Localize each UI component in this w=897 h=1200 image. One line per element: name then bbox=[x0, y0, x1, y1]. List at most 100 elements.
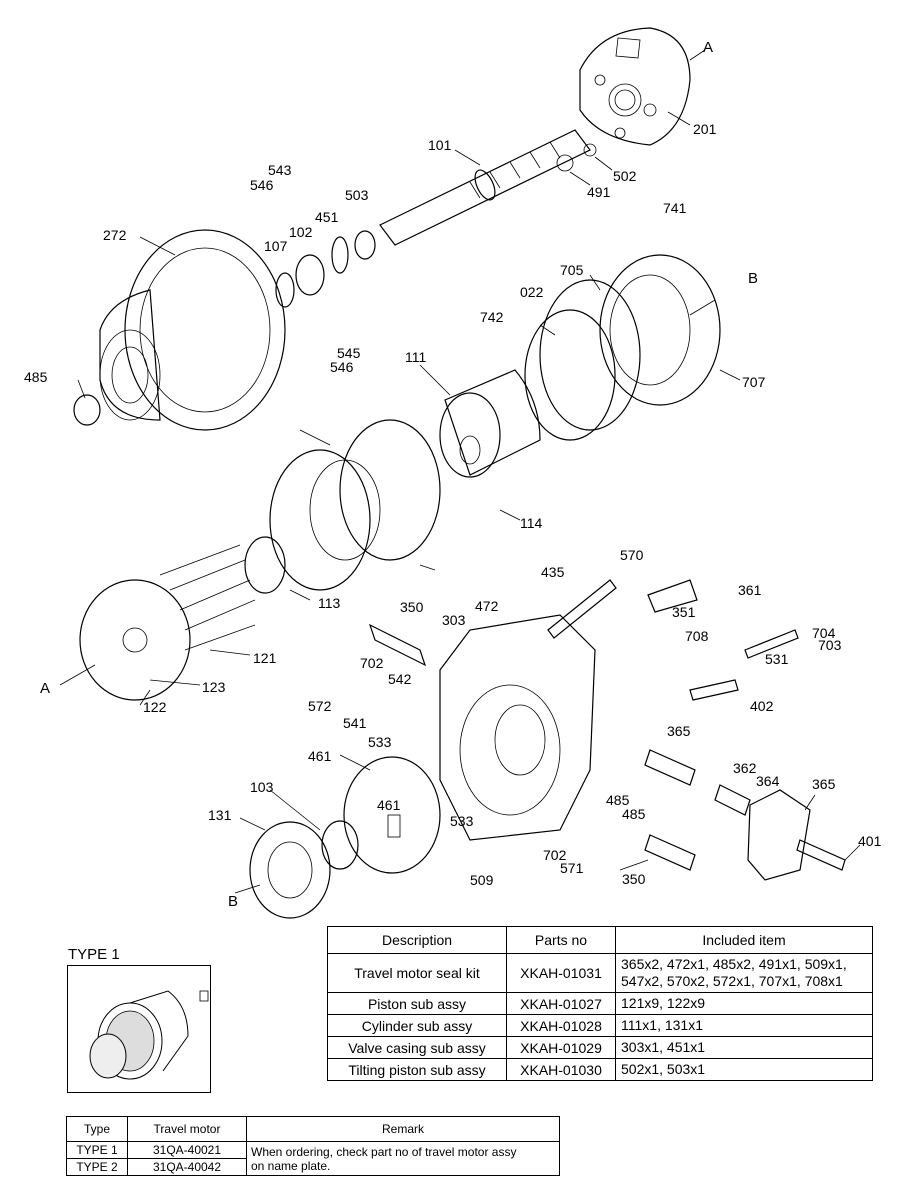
part-label-103: 103 bbox=[250, 779, 274, 795]
kit-included: 365x2, 472x1, 485x2, 491x1, 509x1, 547x2… bbox=[615, 953, 873, 993]
kit-description: Valve casing sub assy bbox=[327, 1036, 507, 1059]
type-header-type: Type bbox=[66, 1116, 128, 1142]
part-label-546: 545 bbox=[337, 345, 361, 361]
kit-parts-no: XKAH-01028 bbox=[506, 1014, 616, 1037]
part-label-504: 503 bbox=[345, 187, 369, 203]
table-row: Travel motor seal kit XKAH-01031 365x2, … bbox=[327, 953, 873, 993]
part-label-351: 351 bbox=[672, 604, 696, 620]
part-label-366: 401 bbox=[858, 833, 882, 849]
part-label-531: 531 bbox=[765, 651, 789, 667]
part-201-cover bbox=[579, 27, 691, 146]
part-label-708: 022 bbox=[520, 284, 544, 300]
seal-kit-table: Description Parts no Included item Trave… bbox=[327, 926, 873, 1081]
part-451 bbox=[387, 814, 401, 838]
part-label-272: 272 bbox=[103, 227, 127, 243]
table-row: Valve casing sub assy XKAH-01029 303x1, … bbox=[327, 1036, 873, 1059]
kit-description: Tilting piston sub assy bbox=[327, 1058, 507, 1081]
part-label-102: 102 bbox=[289, 224, 313, 240]
part-label-461: 472 bbox=[475, 598, 499, 614]
part-label-509: 509 bbox=[470, 872, 494, 888]
part-435 bbox=[331, 236, 349, 274]
part-label-702: 705 bbox=[560, 262, 584, 278]
type-cell: TYPE 1 bbox=[66, 1141, 128, 1159]
part-113 bbox=[244, 536, 286, 594]
type-header-row: Type Travel motor Remark bbox=[66, 1116, 560, 1142]
kit-included: 121x9, 122x9 bbox=[615, 992, 873, 1015]
kit-header-parts-no: Parts no bbox=[506, 926, 616, 954]
part-123-retainer bbox=[79, 544, 256, 701]
part-label-464: 485 bbox=[622, 806, 646, 822]
part-label-547-b: 546 bbox=[330, 359, 354, 375]
table-row: TYPE 2 31QA-40042 bbox=[66, 1158, 560, 1176]
part-label-114: 114 bbox=[520, 515, 543, 531]
part-label-131: 131 bbox=[208, 807, 232, 823]
part-label-113: 113 bbox=[318, 595, 341, 611]
table-row: Tilting piston sub assy XKAH-01030 502x1… bbox=[327, 1058, 873, 1081]
part-111-cylinder bbox=[439, 369, 541, 478]
kit-included: 111x1, 131x1 bbox=[615, 1014, 873, 1037]
part-272-housing bbox=[99, 229, 286, 431]
remark-line: on name plate. bbox=[251, 1158, 331, 1173]
kit-included: 303x1, 451x1 bbox=[615, 1036, 873, 1059]
part-label-485: 485 bbox=[606, 792, 630, 808]
kit-description: Travel motor seal kit bbox=[327, 953, 507, 993]
part-label-402: 435 bbox=[541, 564, 565, 580]
part-742-plate bbox=[339, 419, 441, 561]
kit-description: Cylinder sub assy bbox=[327, 1014, 507, 1037]
kit-header-row: Description Parts no Included item bbox=[327, 926, 873, 954]
marker-a-bottom: A bbox=[40, 680, 50, 697]
motor-cell: 31QA-40021 bbox=[127, 1141, 247, 1159]
part-label-503: 502 bbox=[613, 168, 637, 184]
leader-lines bbox=[59, 49, 861, 894]
part-label-451: 461 bbox=[377, 797, 401, 813]
part-101-shaft bbox=[379, 129, 591, 246]
part-label-502: 491 bbox=[587, 184, 611, 200]
part-label-570-b: 702 bbox=[543, 847, 567, 863]
kit-header-included: Included item bbox=[615, 926, 873, 954]
part-531 bbox=[744, 629, 799, 659]
travel-motor-icon bbox=[89, 990, 209, 1080]
marker-b-bottom: B bbox=[228, 893, 238, 910]
part-103 bbox=[321, 820, 359, 870]
part-label-123: 123 bbox=[202, 679, 226, 695]
part-label-543: 542 bbox=[388, 671, 412, 687]
part-label-435: 451 bbox=[315, 209, 339, 225]
part-label-567: 571 bbox=[560, 860, 584, 876]
part-350-upper bbox=[368, 623, 427, 667]
part-label-365: 365 bbox=[667, 723, 691, 739]
part-022 bbox=[644, 749, 696, 786]
type-table: Type Travel motor Remark TYPE 1 31QA-400… bbox=[66, 1116, 560, 1176]
part-label-303: 303 bbox=[442, 612, 466, 628]
part-label-705: 741 bbox=[663, 200, 687, 216]
part-label-121: 121 bbox=[253, 650, 277, 666]
part-label-364: 365 bbox=[812, 776, 836, 792]
part-label-362: 364 bbox=[756, 773, 780, 789]
type1-motor-image bbox=[67, 965, 211, 1093]
part-741-plate bbox=[269, 449, 371, 591]
part-label-361: 362 bbox=[733, 760, 757, 776]
table-row: TYPE 1 31QA-40021 When ordering, check p… bbox=[66, 1141, 560, 1176]
part-label-350-a: 350 bbox=[400, 599, 424, 615]
remark-cell: When ordering, check part no of travel m… bbox=[246, 1141, 560, 1176]
type-header-remark: Remark bbox=[246, 1116, 560, 1142]
kit-parts-no: XKAH-01027 bbox=[506, 992, 616, 1015]
part-131 bbox=[249, 821, 331, 919]
exploded-parts-diagram: A B A B 201 101 502 491 543 546 503 451 … bbox=[24, 27, 882, 919]
part-503 bbox=[583, 143, 597, 157]
part-504 bbox=[354, 230, 376, 260]
part-label-533: 533 bbox=[450, 813, 474, 829]
part-366-bolt bbox=[796, 839, 846, 871]
kit-header-description: Description bbox=[327, 926, 507, 954]
part-502 bbox=[556, 154, 574, 172]
part-label-704: 708 bbox=[685, 628, 709, 644]
part-label-107: 107 bbox=[264, 238, 288, 254]
part-label-491: 485 bbox=[24, 369, 48, 385]
part-label-352: 361 bbox=[738, 582, 762, 598]
part-702-plate bbox=[599, 254, 721, 406]
part-label-571: 704 bbox=[812, 625, 836, 641]
part-708 bbox=[539, 279, 641, 431]
part-351 bbox=[647, 579, 698, 613]
part-401-bolt bbox=[689, 679, 739, 701]
part-label-542: 541 bbox=[343, 715, 367, 731]
part-102 bbox=[295, 254, 325, 296]
